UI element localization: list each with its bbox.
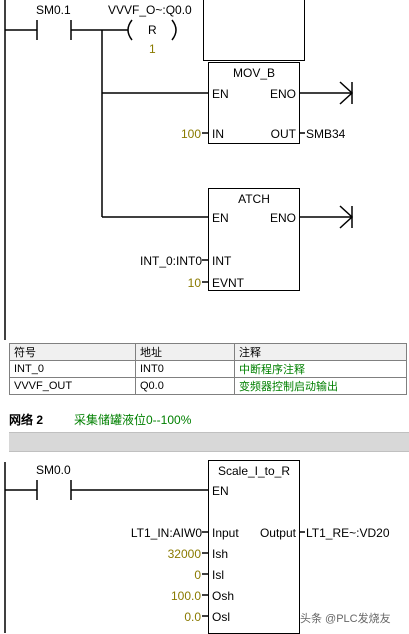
atch-eno: ENO: [269, 211, 296, 225]
watermark: 头条 @PLC发烧友: [300, 612, 391, 626]
scale-ish-value[interactable]: 32000: [167, 547, 201, 561]
atch-en: EN: [212, 211, 229, 225]
network-2-title[interactable]: 网络 2: [9, 413, 44, 427]
scale-output-value[interactable]: LT1_RE~:VD20: [306, 526, 390, 540]
contact-sm01-label: SM0.1: [36, 3, 71, 17]
symbol-table-header: 符号 地址 注释: [9, 343, 407, 361]
table-row[interactable]: VVVF_OUT Q0.0 变频器控制启动输出: [9, 377, 407, 395]
scale-osh-value[interactable]: 100.0: [170, 589, 201, 603]
mov-b-out: OUT: [270, 127, 296, 141]
mov-b-in: IN: [212, 127, 224, 141]
mov-b-in-value[interactable]: 100: [180, 127, 201, 141]
reset-coil-symbol[interactable]: R: [148, 23, 157, 37]
symbol-table: 符号 地址 注释 INT_0 INT0 中断程序注释 VVVF_OUT Q0.0…: [9, 343, 407, 395]
atch-evnt: EVNT: [212, 276, 245, 290]
table-row[interactable]: INT_0 INT0 中断程序注释: [9, 360, 407, 378]
scale-input: Input: [212, 526, 239, 540]
contact-sm00-label: SM0.0: [36, 463, 71, 477]
network-comment-bar[interactable]: [9, 432, 409, 452]
col-comment: 注释: [234, 343, 407, 361]
atch-int: INT: [212, 254, 232, 268]
coil-count: 1: [149, 42, 156, 56]
row-symbol: INT_0: [9, 360, 136, 378]
scale-i-to-r-block[interactable]: Scale_I_to_R EN Input Output Ish Isl Osh…: [208, 460, 300, 634]
row-symbol: VVVF_OUT: [9, 377, 136, 395]
atch-title: ATCH: [238, 192, 270, 206]
atch-evnt-value[interactable]: 10: [187, 276, 201, 290]
scale-en: EN: [212, 484, 229, 498]
mov-b-title: MOV_B: [232, 66, 275, 80]
network-2-comment[interactable]: 采集储罐液位0--100%: [74, 413, 192, 427]
scale-osh: Osh: [212, 589, 235, 603]
scale-ish: Ish: [212, 547, 229, 561]
col-address: 地址: [135, 343, 235, 361]
mov-b-eno: ENO: [269, 87, 296, 101]
mov-b-out-value[interactable]: SMB34: [306, 127, 346, 141]
row-comment: 中断程序注释: [234, 360, 407, 378]
scale-output: Output: [259, 526, 296, 540]
scale-osl-value[interactable]: 0.0: [184, 610, 201, 624]
partial-block-top: [203, 0, 305, 61]
scale-isl-value[interactable]: 0: [194, 568, 201, 582]
row-address: Q0.0: [135, 377, 235, 395]
mov-b-block[interactable]: MOV_B EN ENO IN OUT: [208, 62, 300, 144]
col-symbol: 符号: [9, 343, 136, 361]
scale-isl: Isl: [212, 568, 224, 582]
coil-operand-label: VVVF_O~:Q0.0: [108, 3, 192, 17]
mov-b-en: EN: [212, 87, 229, 101]
row-address: INT0: [135, 360, 235, 378]
scale-osl: Osl: [212, 610, 230, 624]
atch-int-value[interactable]: INT_0:INT0: [139, 254, 202, 268]
scale-title: Scale_I_to_R: [217, 464, 291, 478]
row-comment: 变频器控制启动输出: [234, 377, 407, 395]
scale-input-value[interactable]: LT1_IN:AIW0: [130, 526, 202, 540]
atch-block[interactable]: ATCH EN ENO INT EVNT: [208, 188, 300, 291]
